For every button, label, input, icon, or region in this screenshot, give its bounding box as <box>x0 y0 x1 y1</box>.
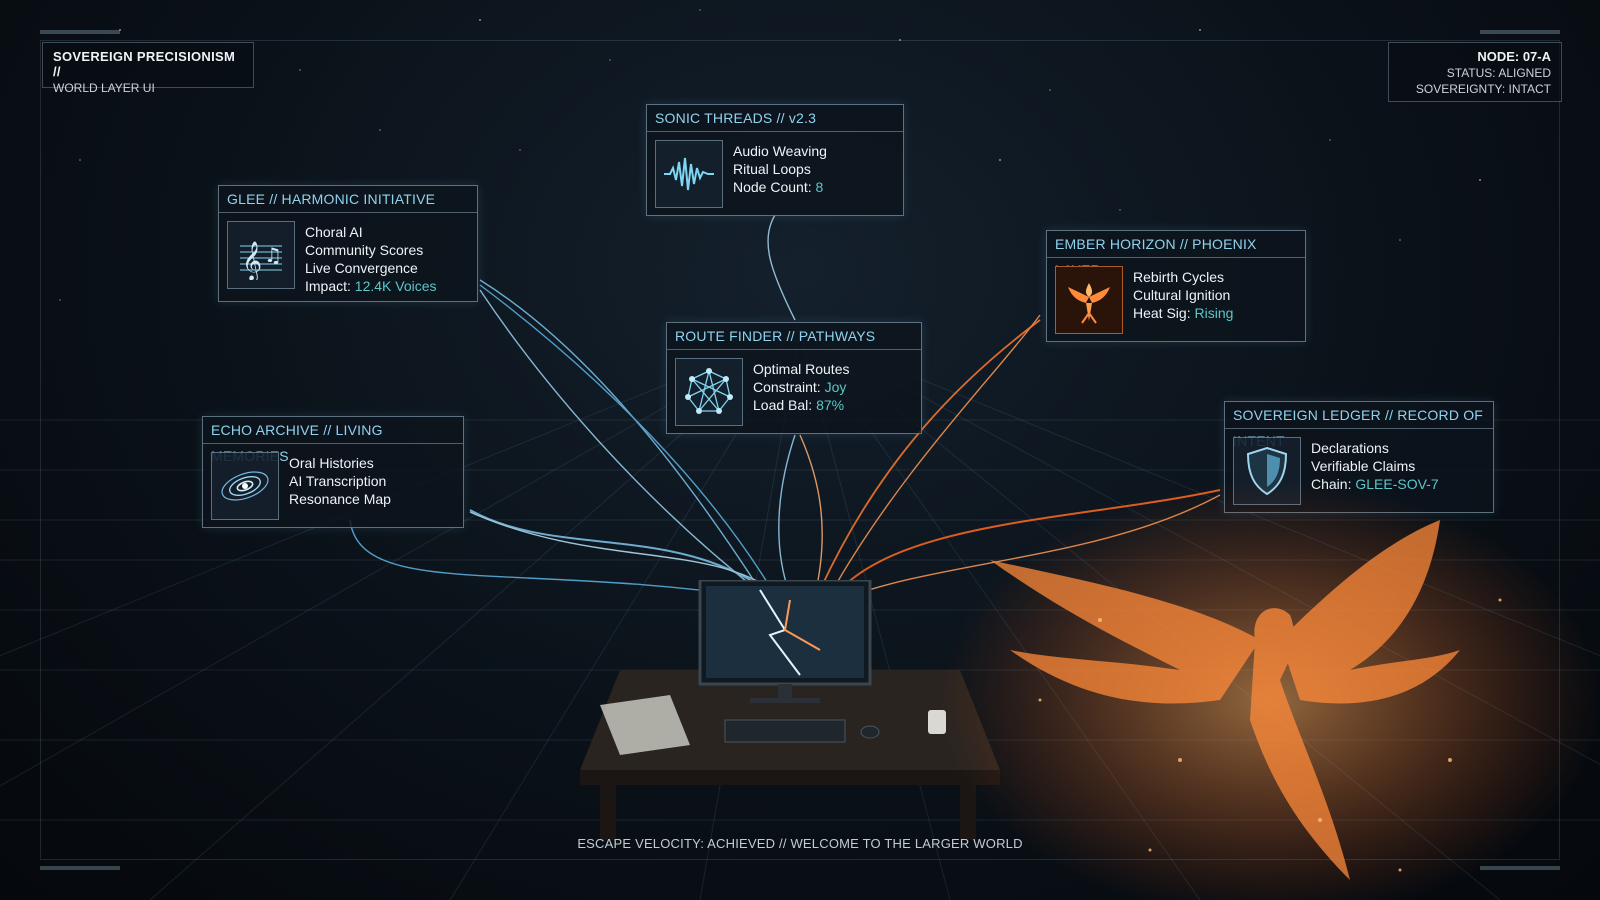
status-text: STATUS: ALIGNED <box>1446 66 1551 80</box>
panel-line: Audio Weaving <box>733 143 827 159</box>
coffee-mug <box>928 710 946 734</box>
frame-corner <box>1480 866 1560 870</box>
frame-corner <box>40 30 120 34</box>
panel-line-label: Impact: <box>305 278 355 294</box>
frame-corner <box>1480 30 1560 34</box>
panel-ember-horizon[interactable]: EMBER HORIZON // PHOENIX LAYER Rebirth C… <box>1046 230 1306 342</box>
shield-icon <box>1233 437 1301 505</box>
panel-sonic-threads[interactable]: SONIC THREADS // v2.3 Audio Weaving Ritu… <box>646 104 904 216</box>
panel-route-finder[interactable]: ROUTE FINDER // PATHWAYS Optimal Routes … <box>666 322 922 434</box>
music-notes-icon: 𝄞 ♫ <box>227 221 295 289</box>
panel-title: GLEE // HARMONIC INITIATIVE <box>219 186 477 213</box>
panel-line-label: Load Bal: <box>753 397 817 413</box>
panel-line: Resonance Map <box>289 491 391 507</box>
panel-line: Live Convergence <box>305 260 418 276</box>
panel-sovereign-ledger[interactable]: SOVEREIGN LEDGER // RECORD OF INTENT Dec… <box>1224 401 1494 513</box>
panel-line: Verifiable Claims <box>1311 458 1416 474</box>
app-title: SOVEREIGN PRECISIONISM // <box>53 49 236 79</box>
constraint-value: Joy <box>824 379 847 395</box>
panel-line: Cultural Ignition <box>1133 287 1231 303</box>
node-id: NODE: 07-A <box>1477 49 1551 64</box>
paper-sheet <box>600 695 690 755</box>
panel-line: Community Scores <box>305 242 424 258</box>
panel-echo-archive[interactable]: ECHO ARCHIVE // LIVING MEMORIES Oral His… <box>202 416 464 528</box>
app-subtitle: WORLD LAYER UI <box>53 81 155 95</box>
waveform-icon <box>655 140 723 208</box>
spiral-galaxy-icon <box>211 452 279 520</box>
footer-banner: ESCAPE VELOCITY: ACHIEVED // WELCOME TO … <box>577 836 1023 851</box>
svg-text:♫: ♫ <box>264 243 282 267</box>
panel-glee[interactable]: GLEE // HARMONIC INITIATIVE 𝄞 ♫ Choral A… <box>218 185 478 302</box>
keyboard <box>724 719 846 743</box>
panel-title: EMBER HORIZON // PHOENIX LAYER <box>1047 231 1305 278</box>
panel-line-label: Constraint: <box>753 379 825 395</box>
frame-corner <box>40 866 120 870</box>
panel-line: Choral AI <box>305 224 363 240</box>
node-count-value: 8 <box>815 179 824 195</box>
desk-workstation <box>580 580 1000 840</box>
panel-line: Rebirth Cycles <box>1133 269 1225 285</box>
heat-sig-value: Rising <box>1194 305 1234 321</box>
panel-title: SONIC THREADS // v2.3 <box>647 105 903 132</box>
node-status-panel: NODE: 07-A STATUS: ALIGNED SOVEREIGNTY: … <box>1388 42 1562 102</box>
panel-line-label: Heat Sig: <box>1133 305 1195 321</box>
panel-title: ROUTE FINDER // PATHWAYS <box>667 323 921 350</box>
panel-title: SOVEREIGN LEDGER // RECORD OF INTENT <box>1225 402 1493 449</box>
panel-title: ECHO ARCHIVE // LIVING MEMORIES <box>203 417 463 464</box>
mouse <box>860 725 880 739</box>
svg-text:𝄞: 𝄞 <box>242 241 262 280</box>
panel-line: Ritual Loops <box>733 161 811 177</box>
panel-line: Optimal Routes <box>753 361 850 377</box>
panel-line: Oral Histories <box>289 455 374 471</box>
panel-line-label: Chain: <box>1311 476 1356 492</box>
panel-line: AI Transcription <box>289 473 387 489</box>
chain-value: GLEE-SOV-7 <box>1355 476 1439 492</box>
panel-line-label: Node Count: <box>733 179 816 195</box>
network-icon <box>675 358 743 426</box>
load-bal-value: 87% <box>816 397 845 413</box>
sovereignty-text: SOVEREIGNTY: INTACT <box>1415 82 1551 96</box>
world-layer-label: SOVEREIGN PRECISIONISM // WORLD LAYER UI <box>42 42 254 95</box>
impact-value: 12.4K Voices <box>354 278 437 294</box>
phoenix-icon <box>1055 266 1123 334</box>
panel-line: Declarations <box>1311 440 1389 456</box>
